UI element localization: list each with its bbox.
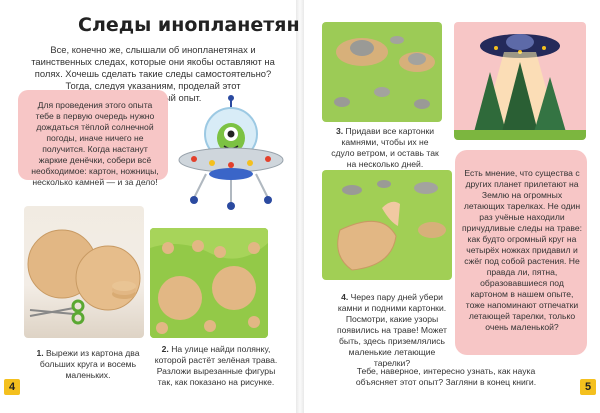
book-gutter bbox=[296, 0, 304, 413]
page-number-left: 4 bbox=[4, 379, 20, 395]
step-3-caption: 3. Придави все картонки камнями, чтобы и… bbox=[331, 126, 439, 169]
step-2-caption: 2. На улице найди полянку, которой растё… bbox=[154, 344, 278, 387]
step-4-caption: 4. Через пару дней убери камни и подними… bbox=[337, 292, 447, 368]
grass-with-circles-image bbox=[150, 228, 268, 338]
page-title: Следы инопланетян bbox=[78, 14, 300, 36]
fact-bubble bbox=[455, 150, 587, 355]
step-1-caption: 1. Вырежи из картона два больших круга и… bbox=[36, 348, 140, 380]
grass-with-stones-image bbox=[322, 22, 442, 122]
instructions-text: Для проведения этого опыта тебе в первую… bbox=[31, 100, 159, 187]
lifting-cardboard-image bbox=[322, 170, 452, 280]
outro-text: Тебе, наверное, интересно узнать, как на… bbox=[355, 366, 537, 387]
fact-text: Есть мнение, что существа с других плане… bbox=[462, 168, 582, 332]
instructions-box bbox=[18, 90, 168, 180]
cardboard-circles-image bbox=[24, 206, 144, 338]
ufo-forest-image bbox=[454, 22, 586, 140]
page-number-right: 5 bbox=[580, 379, 596, 395]
ufo-illustration bbox=[178, 95, 284, 210]
